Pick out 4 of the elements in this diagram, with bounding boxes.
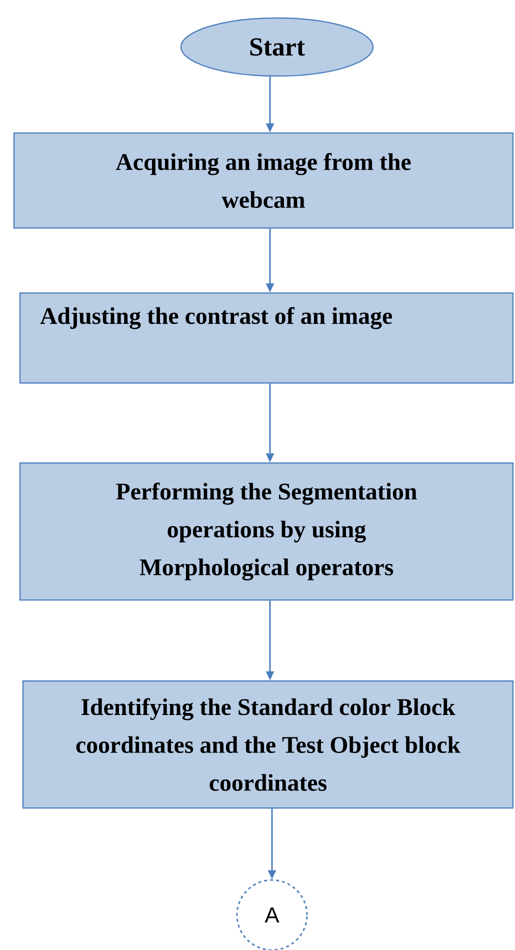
process-box: Identifying the Standard color Block coordinates and the Test Object block coordinates xyxy=(22,680,514,809)
process-box: Performing the Segmentation operations by using Morphological operators xyxy=(19,462,514,601)
process-box: Adjusting the contrast of an image xyxy=(19,292,514,384)
process-box: Acquiring an image from the webcam xyxy=(13,132,514,229)
